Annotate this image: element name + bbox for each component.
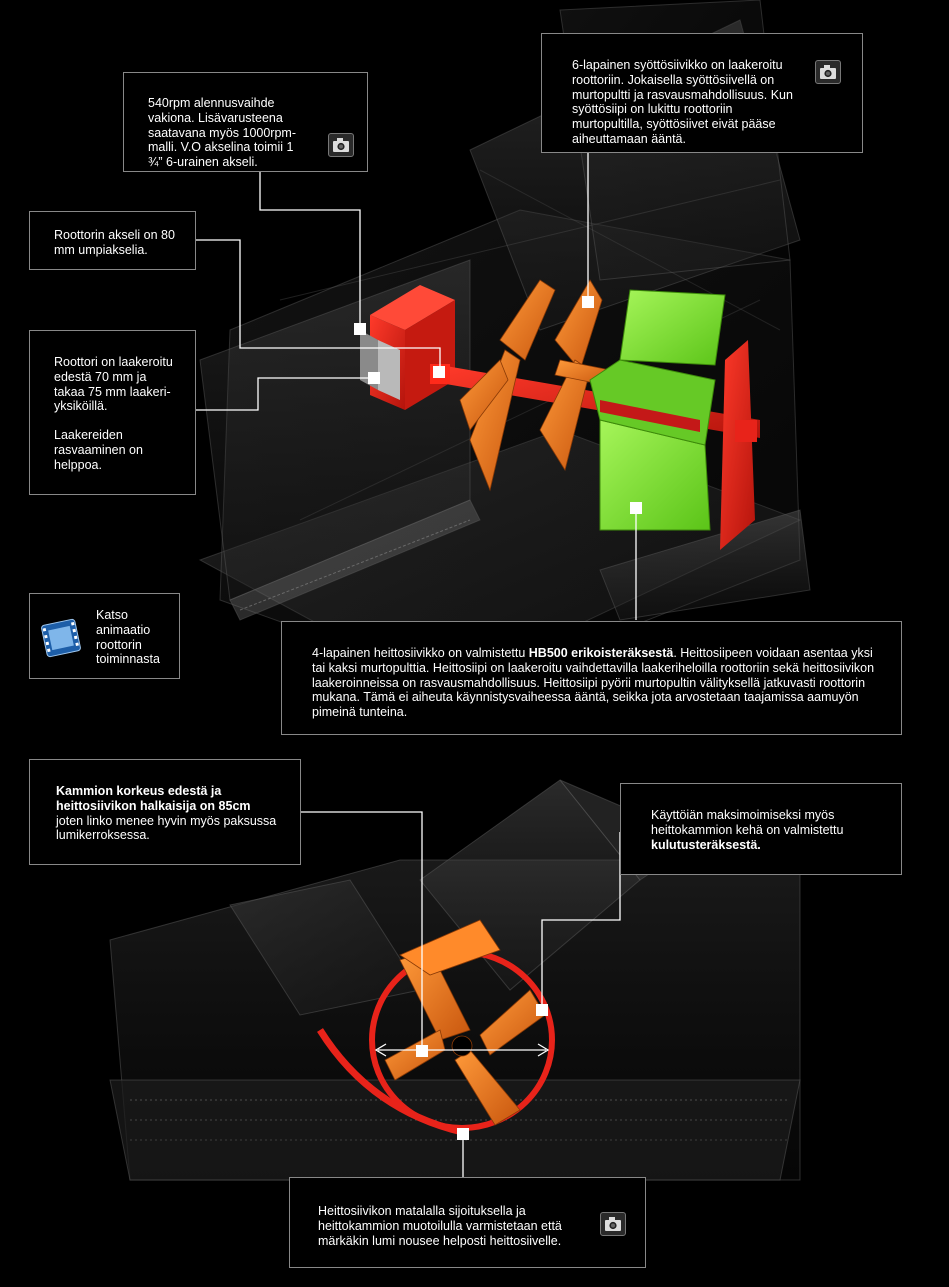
callout-bearings-text2: Laakereiden rasvaaminen on helppoa. (54, 428, 143, 472)
impeller-text-bold: HB500 erikoisteräksestä (528, 646, 674, 660)
marker-shaft[interactable] (433, 366, 445, 378)
callout-impeller-text: 4-lapainen heittosiivikko on valmistettu… (312, 646, 881, 720)
camera-icon[interactable] (600, 1212, 626, 1236)
callout-chamber-height-text: Kammion korkeus edestä ja heittosiivikon… (56, 784, 280, 843)
callout-feed-rotor-text: 6-lapainen syöttösiivikko on laakeroitu … (572, 58, 793, 146)
callout-feed-rotor: 6-lapainen syöttösiivikko on laakeroitu … (541, 33, 863, 153)
impeller-text-after: . Heittosiipeen voidaan asentaa yksi tai… (312, 646, 875, 719)
marker-chamber-height[interactable] (416, 1045, 428, 1057)
impeller-green (589, 289, 726, 531)
marker-feed-rotor[interactable] (582, 296, 594, 308)
callout-gearbox: 540rpm alennusvaihde vakiona. Lisävarust… (123, 72, 368, 172)
callout-bearings-text1: Roottori on laakeroitu edestä 70 mm ja t… (54, 355, 173, 414)
end-plate-red (720, 340, 757, 550)
leader-lines (195, 152, 637, 1178)
marker-bearings[interactable] (368, 372, 380, 384)
impeller-4-blade-orange (384, 919, 546, 1126)
wear-steel-bold: kulutusteräksestä. (651, 837, 761, 852)
chamber-height-after: joten linko menee hyvin myös paksussa lu… (56, 813, 277, 843)
callout-impeller: 4-lapainen heittosiivikko on valmistettu… (281, 621, 902, 735)
marker-gearbox[interactable] (354, 323, 366, 335)
callout-chamber-height: Kammion korkeus edestä ja heittosiivikon… (29, 759, 301, 865)
callout-wear-steel-text: Käyttöiän maksimoimiseksi myös heittokam… (651, 808, 881, 852)
callout-bearings: Roottori on laakeroitu edestä 70 mm ja t… (29, 330, 196, 495)
callout-gearbox-text: 540rpm alennusvaihde vakiona. Lisävarust… (148, 96, 296, 169)
marker-wear-steel[interactable] (536, 1004, 548, 1016)
callout-shaft: Roottorin akseli on 80 mm umpiakselia. (29, 211, 196, 270)
impeller-text-before: 4-lapainen heittosiivikko on valmistettu (312, 646, 529, 660)
callout-animation-text: Katso animaatio roottorin toiminnasta (96, 608, 160, 667)
wear-steel-before: Käyttöiän maksimoimiseksi myös heittokam… (651, 808, 844, 837)
callout-shaft-text: Roottorin akseli on 80 mm umpiakselia. (54, 228, 175, 257)
camera-icon[interactable] (328, 133, 354, 157)
callout-wear-steel: Käyttöiän maksimoimiseksi myös heittokam… (620, 783, 902, 875)
chamber-height-bold: Kammion korkeus edestä ja heittosiivikon… (56, 784, 251, 813)
camera-icon[interactable] (815, 60, 841, 84)
marker-low-position[interactable] (457, 1128, 469, 1140)
callout-low-position: Heittosiivikon matalalla sijoituksella j… (289, 1177, 646, 1268)
film-icon[interactable] (40, 616, 82, 660)
marker-impeller[interactable] (630, 502, 642, 514)
callout-low-position-text: Heittosiivikon matalalla sijoituksella j… (318, 1204, 562, 1248)
